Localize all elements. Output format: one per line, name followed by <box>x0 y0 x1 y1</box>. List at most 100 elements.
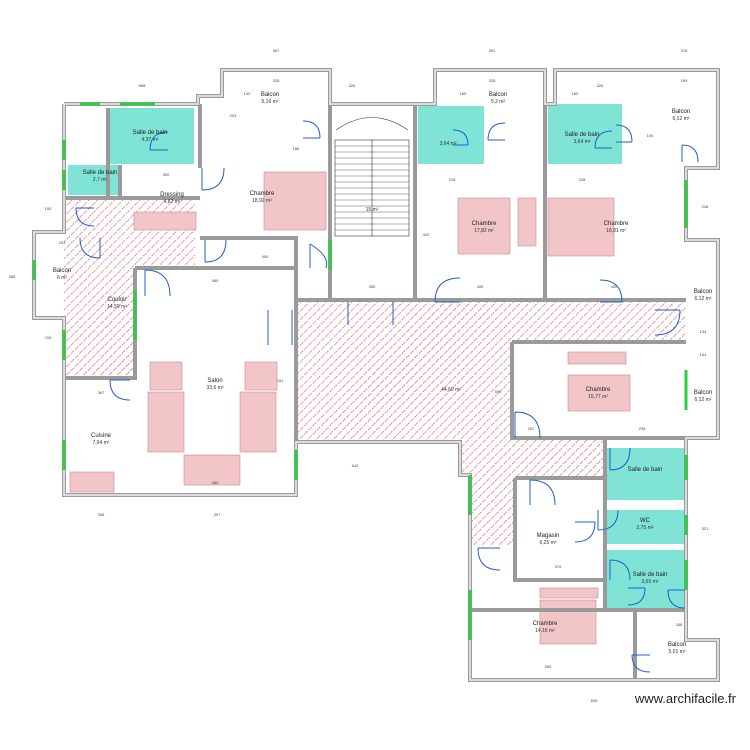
dimension-d4: 668 <box>139 83 146 88</box>
dimension-d43: 155 <box>45 206 52 211</box>
dimension-d25: 705 <box>45 335 52 340</box>
room-label-chambre-3: Chambre <box>604 221 629 227</box>
room-area-sdb-4: 3,64 m² <box>574 139 591 145</box>
dimension-d10: 142 <box>244 91 251 96</box>
room-area-chambre-5: 14,16 m² <box>535 628 555 634</box>
doors <box>75 120 699 673</box>
room-area-cuisine: 7,64 m² <box>93 440 110 446</box>
dimension-d7: 325 <box>489 78 496 83</box>
room-label-dressing: Dressing <box>160 192 184 198</box>
room-area-sdb-1: 4,37 m² <box>142 137 159 143</box>
dimension-d27: 267 <box>528 426 535 431</box>
room-label-cuisine: Cuisine <box>91 433 112 439</box>
watermark: www.archifacile.fr <box>634 691 736 706</box>
dimension-d34: 550 <box>545 664 552 669</box>
room-area-balcon-bottom: 5,01 m² <box>669 649 686 655</box>
room-area-chambre-4: 15,77 m² <box>588 394 608 400</box>
dimension-d19: 350 <box>369 284 376 289</box>
room-label-balcon-left: Balcon <box>53 268 71 274</box>
room-label-balcon-top-1: Balcon <box>261 92 279 98</box>
dimension-d29: 480 <box>212 480 219 485</box>
room-label-sdb-5: Salle de bain <box>628 467 663 473</box>
dimension-d2: 391 <box>489 48 496 53</box>
room-area-dressing: 4,82 m² <box>164 199 181 205</box>
dimension-d28: 238 <box>639 426 646 431</box>
dimension-d31: 336 <box>98 512 105 517</box>
dimension-d35: 268 <box>676 622 683 627</box>
dimension-d9: 189 <box>681 78 688 83</box>
room-label-balcon-right-2: Balcon <box>694 390 712 396</box>
dimension-d24: 385 <box>9 274 16 279</box>
dimension-d39: 590 <box>495 389 502 394</box>
room-label-balcon-top-2: Balcon <box>489 92 507 98</box>
windows <box>32 102 688 640</box>
dimension-d40: 104 <box>700 352 707 357</box>
stair-steps <box>335 145 409 231</box>
dimension-d26: 367 <box>98 390 105 395</box>
dimension-d15: 218 <box>449 177 456 182</box>
room-area-wc: 2,75 m² <box>637 525 654 531</box>
dimension-d37: 422 <box>423 232 430 237</box>
dimension-d11: 165 <box>460 91 467 96</box>
dimension-d38: 431 <box>277 378 284 383</box>
staircase <box>334 117 410 237</box>
room-label-chambre-1: Chambre <box>250 191 275 197</box>
dimension-d5: 325 <box>273 78 280 83</box>
room-area-escalier: 15 m² <box>366 207 379 213</box>
room-area-balcon-top-1: 5,16 m² <box>262 99 279 105</box>
dimension-d45: 100 <box>647 133 654 138</box>
room-label-balcon-bottom: Balcon <box>668 642 686 648</box>
room-area-sdb-6: 3,65 m² <box>642 579 659 585</box>
room-area-chambre-3: 16,81 m² <box>606 228 626 234</box>
dimension-d36: 605 <box>591 698 598 703</box>
dimension-d44: 321 <box>702 526 709 531</box>
dimension-d16: 218 <box>579 177 586 182</box>
room-area-balcon-right-1: 6,12 m² <box>695 296 712 302</box>
room-label-chambre-2: Chambre <box>472 221 497 227</box>
room-label-couloir: Couloir <box>107 297 126 303</box>
furniture <box>69 171 631 645</box>
room-area-couloir: 14,59 m² <box>107 304 127 310</box>
room-area-salon: 33,6 m² <box>207 385 224 391</box>
room-label-balcon-right-1: Balcon <box>694 289 712 295</box>
dimension-d30: 642 <box>352 463 359 468</box>
dimension-d13: 203 <box>230 113 237 118</box>
dimension-d17: 300 <box>163 172 170 177</box>
dimension-d33: 376 <box>555 564 562 569</box>
room-area-sdb-2: 2,7 m² <box>93 177 108 183</box>
room-label-balcon-top-3: Balcon <box>672 109 690 115</box>
dimension-d14: 186 <box>293 146 300 151</box>
dimension-d18: 400 <box>262 254 269 259</box>
dimension-d6: 326 <box>349 83 356 88</box>
dimension-d8: 326 <box>597 83 604 88</box>
dimension-labels: 397 391 378 668 325 326 325 326 189 142 165 160 203 1… <box>9 48 709 703</box>
dimension-d3: 378 <box>681 48 688 53</box>
room-label-magasin: Magasin <box>537 533 560 539</box>
dimension-d21: 400 <box>611 284 618 289</box>
bathroom-fills <box>68 104 685 608</box>
dimension-d20: 400 <box>477 284 484 289</box>
room-label-sdb-1: Salle de bain <box>133 130 168 136</box>
room-area-sdb-3: 3,64 m² <box>440 141 457 147</box>
dimension-d32: 397 <box>214 512 221 517</box>
room-label-sdb-4: Salle de bain <box>565 132 600 138</box>
dimension-d1: 397 <box>273 48 280 53</box>
room-area-hall: 44,69 m² <box>441 387 461 393</box>
room-area-chambre-2: 17,82 m² <box>474 228 494 234</box>
room-label-salon: Salon <box>207 378 222 384</box>
dimension-d12: 160 <box>572 91 579 96</box>
room-area-balcon-top-3: 6,12 m² <box>673 116 690 122</box>
room-label-sdb-2: Salle de bain <box>83 170 118 176</box>
walls-fill <box>33 69 719 681</box>
room-area-magasin: 6,25 m² <box>540 540 557 546</box>
room-area-balcon-right-2: 6,12 m² <box>695 397 712 403</box>
dimension-d23: 203 <box>59 240 66 245</box>
room-label-sdb-6: Salle de bain <box>633 572 668 578</box>
room-label-chambre-5: Chambre <box>533 621 558 627</box>
dimension-d42: 228 <box>702 204 709 209</box>
room-label-wc: WC <box>640 518 651 524</box>
room-label-chambre-4: Chambre <box>586 387 611 393</box>
